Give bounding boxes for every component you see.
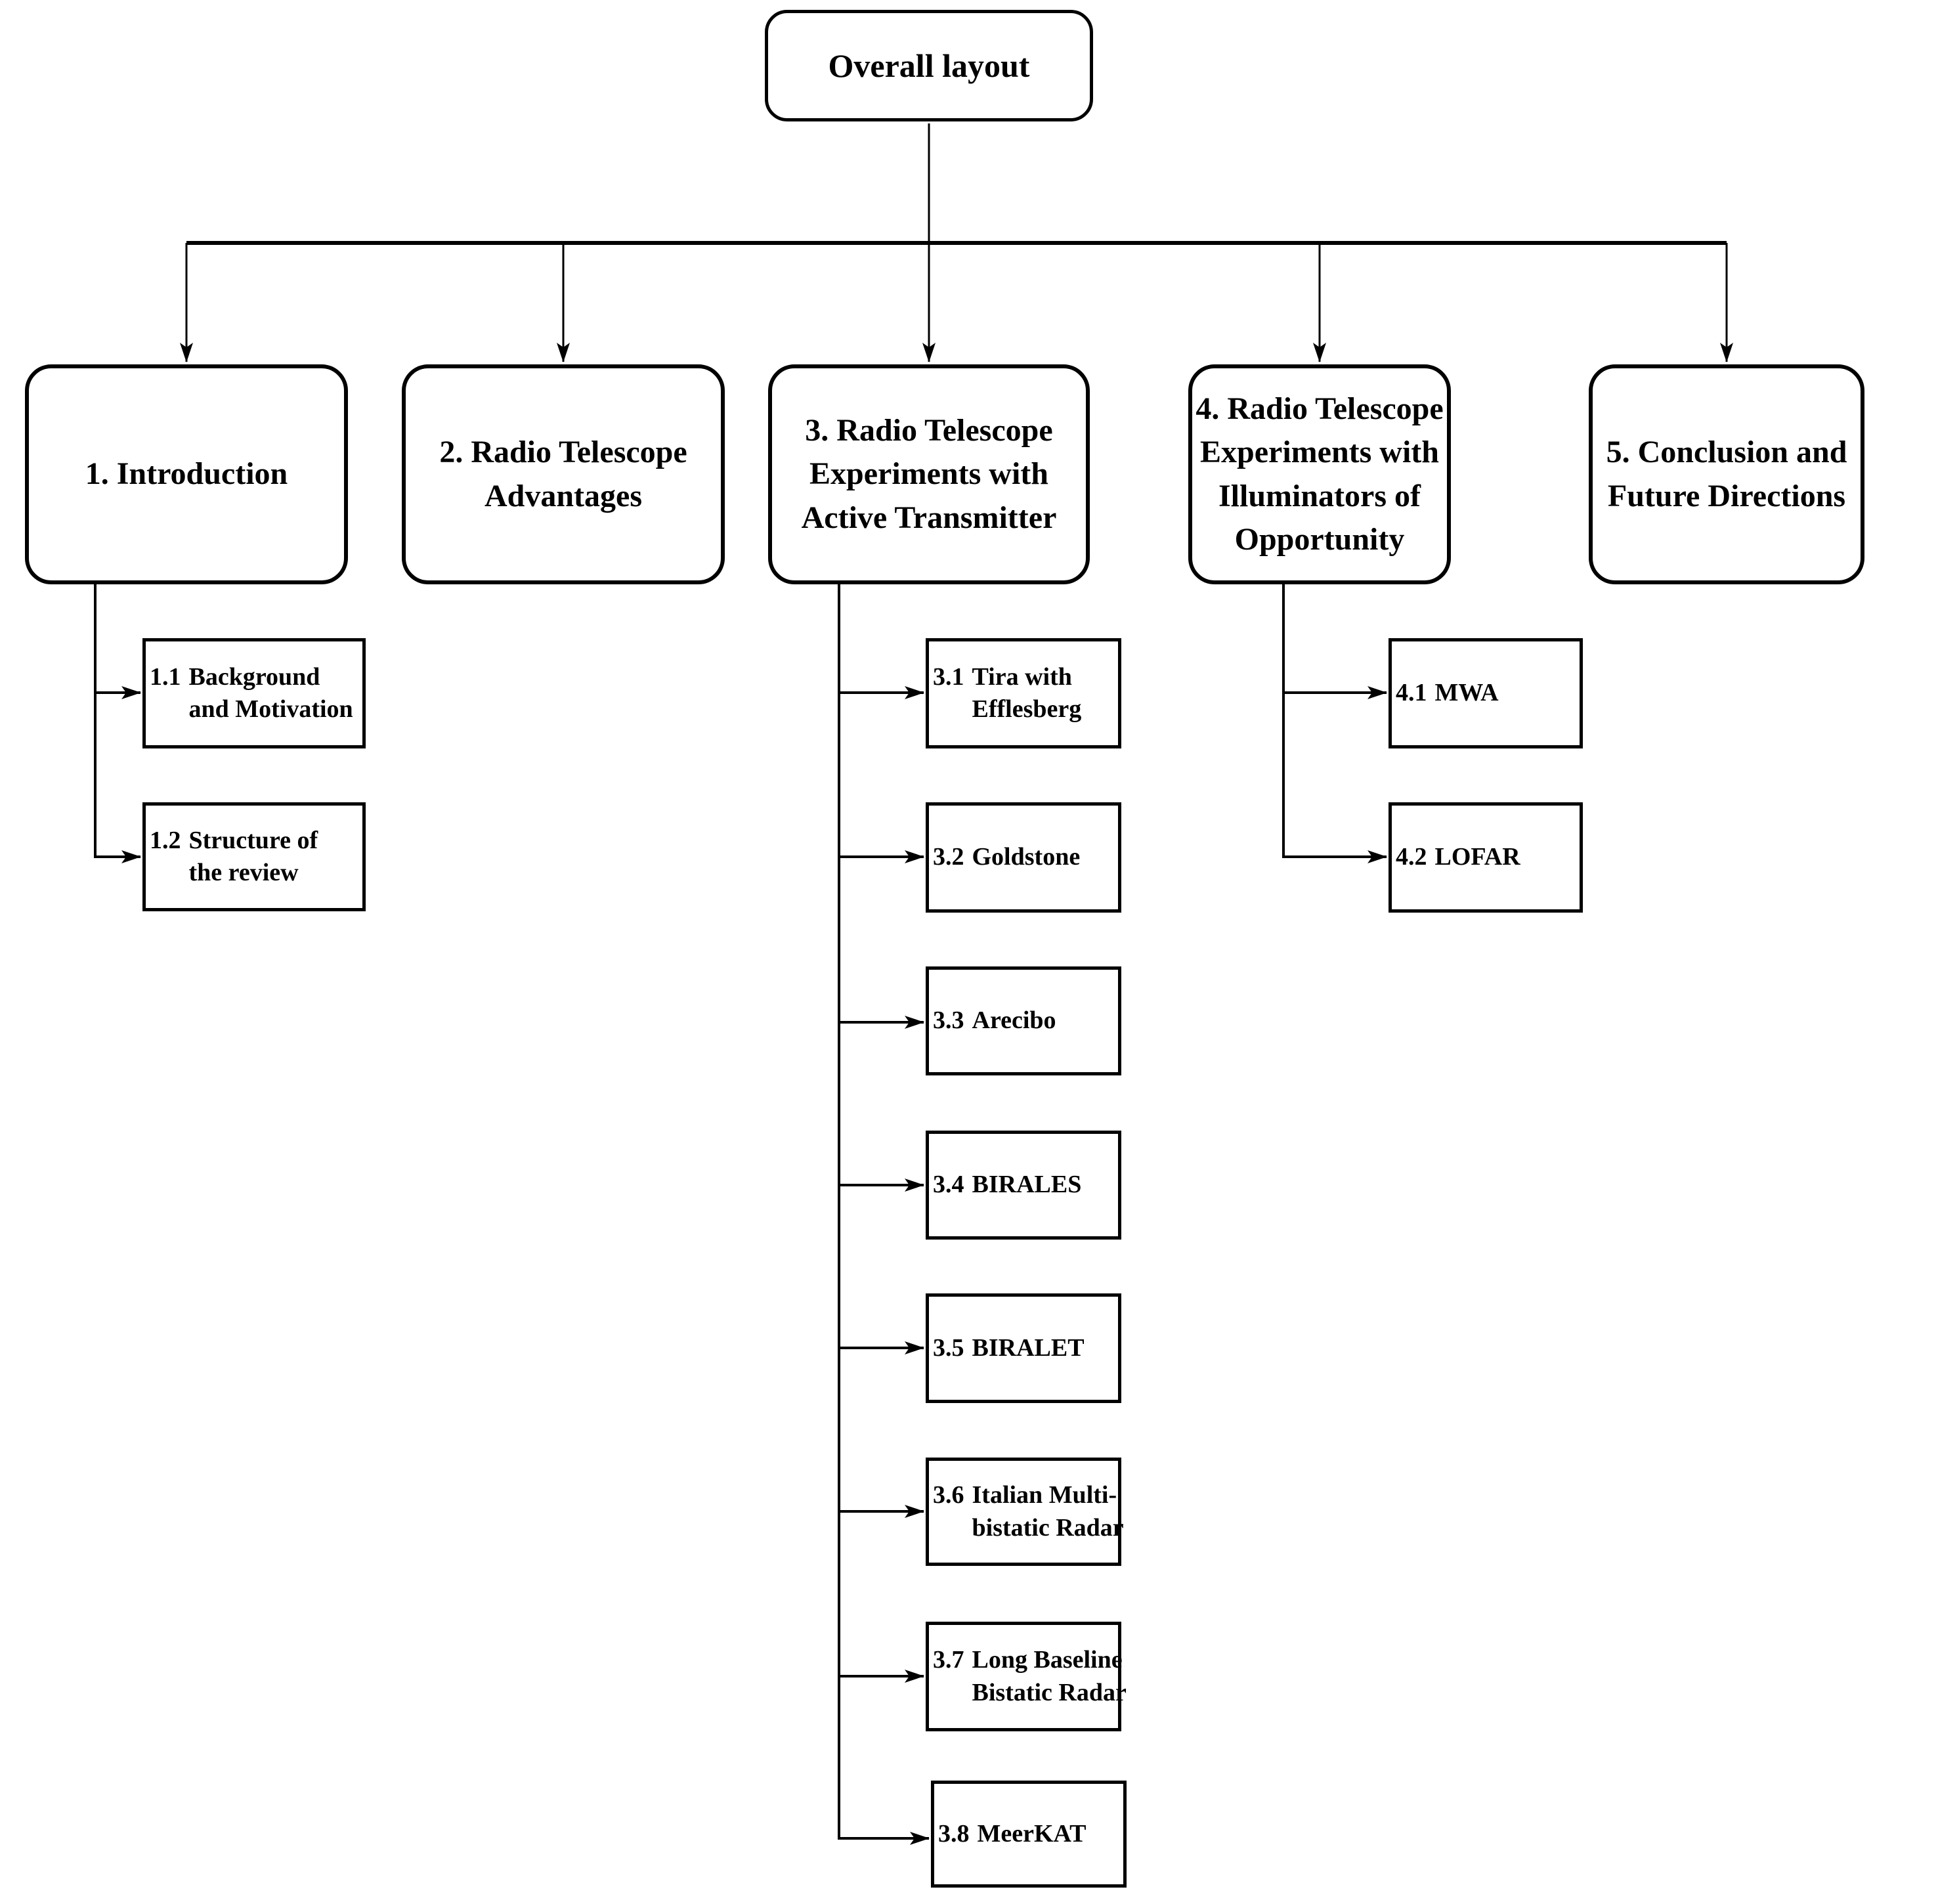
subsection-box-3-4-birales: 3.4 BIRALES xyxy=(926,1131,1121,1240)
label-line: MeerKAT xyxy=(977,1819,1087,1848)
subsection-number: 3.6 xyxy=(933,1481,964,1509)
subsection-box-3-2-goldstone: 3.2 Goldstone xyxy=(926,802,1121,913)
label-line: Tira with xyxy=(972,662,1072,691)
label-line: LOFAR xyxy=(1434,843,1520,871)
subsection-number: 3.2 xyxy=(933,843,964,871)
subsection-number: 3.8 xyxy=(938,1819,970,1848)
label-line: 3. Radio Telescope xyxy=(805,413,1053,448)
subsection-number: 3.1 xyxy=(933,662,964,691)
label-line: Arecibo xyxy=(972,1006,1056,1035)
subsection-label: Arecibo xyxy=(972,1005,1056,1037)
subsection-label: BIRALES xyxy=(972,1169,1082,1201)
subsection-box-4-2-lofar: 4.2 LOFAR xyxy=(1389,802,1583,913)
root-label: Overall layout xyxy=(829,45,1030,87)
label-line: Active Transmitter xyxy=(801,500,1057,535)
label-line: Background xyxy=(188,662,320,691)
label-line: Structure of xyxy=(188,826,318,854)
subsection-label: Background and Motivation xyxy=(189,661,353,726)
section-box-3-active-transmitter: 3. Radio Telescope Experiments with Acti… xyxy=(768,364,1090,584)
label-line: Experiments with xyxy=(1200,435,1439,470)
subsection-label: Italian Multi- bistatic Radar xyxy=(972,1479,1124,1544)
subsection-label: Tira with Efflesberg xyxy=(972,661,1082,726)
label-line: 4. Radio Telescope xyxy=(1195,391,1444,427)
subsection-number: 3.4 xyxy=(933,1171,964,1199)
subsection-box-1-2-structure-of-the-review: 1.2 Structure of the review xyxy=(142,802,366,911)
subsection-label: Structure of the review xyxy=(189,825,318,890)
label-line: MWA xyxy=(1434,679,1499,707)
label-line: 5. Conclusion and xyxy=(1606,435,1847,470)
section-4-label: 4. Radio Telescope Experiments with Illu… xyxy=(1195,387,1443,561)
subsection-box-3-1-tira-with-efflesberg: 3.1 Tira with Efflesberg xyxy=(926,638,1121,748)
subsection-number: 3.3 xyxy=(933,1006,964,1035)
subsection-box-4-1-mwa: 4.1 MWA xyxy=(1389,638,1583,748)
root-box-overall-layout: Overall layout xyxy=(765,10,1093,121)
subsection-label: Goldstone xyxy=(972,841,1081,873)
subsection-box-3-6-italian-multi-bistatic-radar: 3.6 Italian Multi- bistatic Radar xyxy=(926,1458,1124,1566)
subsection-number: 4.1 xyxy=(1396,679,1427,707)
label-line: Italian Multi- xyxy=(972,1481,1117,1509)
section-1-label: 1. Introduction xyxy=(85,452,288,496)
label-line: BIRALES xyxy=(972,1171,1082,1199)
section-box-4-illuminators-of-opportunity: 4. Radio Telescope Experiments with Illu… xyxy=(1188,364,1451,584)
label-line: Future Directions xyxy=(1607,478,1846,513)
label-line: Experiments with xyxy=(809,456,1048,492)
section-box-1-introduction: 1. Introduction xyxy=(25,364,348,584)
subsection-number: 4.2 xyxy=(1396,843,1427,871)
subsection-number: 1.1 xyxy=(150,662,181,691)
subsection-box-3-5-biralet: 3.5 BIRALET xyxy=(926,1293,1121,1403)
label-line: and Motivation xyxy=(188,695,353,723)
section-3-label: 3. Radio Telescope Experiments with Acti… xyxy=(802,409,1057,540)
section-box-5-conclusion: 5. Conclusion and Future Directions xyxy=(1589,364,1864,584)
section-5-label: 5. Conclusion and Future Directions xyxy=(1606,431,1847,517)
label-line: BIRALET xyxy=(972,1333,1085,1362)
label-line: the review xyxy=(188,859,299,886)
label-line: Overall layout xyxy=(828,47,1030,84)
subsection-number: 3.5 xyxy=(933,1333,964,1362)
label-line: 2. Radio Telescope xyxy=(439,435,687,470)
section-box-2-radio-telescope-advantages: 2. Radio Telescope Advantages xyxy=(402,364,725,584)
subsection-box-3-7-long-baseline-bistatic-radar: 3.7 Long Baseline Bistatic Radar xyxy=(926,1622,1127,1731)
subsection-label: MeerKAT xyxy=(978,1818,1087,1850)
label-line: Advantages xyxy=(484,478,643,513)
label-line: Opportunity xyxy=(1234,521,1405,557)
label-line: Illuminators of xyxy=(1218,478,1421,513)
subsection-number: 3.7 xyxy=(933,1646,964,1674)
label-line: Bistatic Radar xyxy=(972,1678,1127,1706)
subsection-label: Long Baseline Bistatic Radar xyxy=(972,1644,1127,1709)
subsection-label: MWA xyxy=(1435,677,1499,709)
label-line: bistatic Radar xyxy=(972,1513,1124,1542)
label-line: 1. Introduction xyxy=(85,456,288,492)
subsection-label: BIRALET xyxy=(972,1332,1085,1364)
subsection-box-1-1-background-and-motivation: 1.1 Background and Motivation xyxy=(142,638,366,748)
subsection-box-3-3-arecibo: 3.3 Arecibo xyxy=(926,966,1121,1075)
label-line: Efflesberg xyxy=(972,695,1082,723)
section-2-label: 2. Radio Telescope Advantages xyxy=(439,431,687,517)
subsection-number: 1.2 xyxy=(150,826,181,854)
label-line: Long Baseline xyxy=(972,1646,1123,1674)
label-line: Goldstone xyxy=(972,843,1081,871)
subsection-box-3-8-meerkat: 3.8 MeerKAT xyxy=(931,1781,1127,1888)
subsection-label: LOFAR xyxy=(1435,841,1520,873)
